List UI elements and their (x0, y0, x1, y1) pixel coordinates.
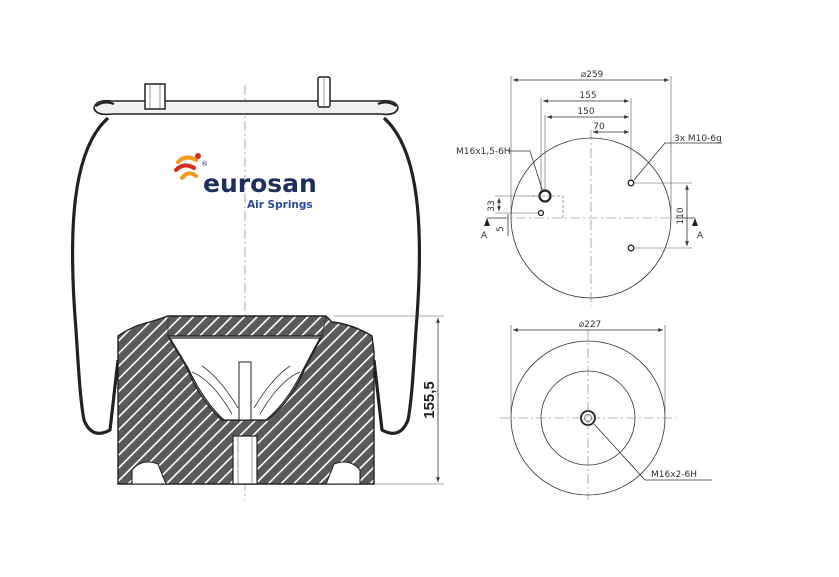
brand-name: eurosan (203, 169, 317, 198)
section-label-right: A (697, 231, 704, 241)
leader-studs (633, 142, 722, 181)
bottom-view: ⌀227 M16x2-6H (500, 320, 712, 500)
piston-cup-edge (167, 315, 327, 337)
leader-port (508, 150, 544, 193)
section-label-left: A (481, 231, 488, 241)
dim-227: ⌀227 (579, 320, 602, 330)
bottom-thread-bore (232, 435, 258, 485)
dim-110: 110 (676, 207, 686, 224)
brand-tagline: Air Springs (247, 199, 313, 211)
mounting-stud (317, 76, 331, 108)
dim-33: 33 (487, 200, 497, 211)
dim-259: ⌀259 (581, 70, 604, 80)
label-studs: 3x M10-6g (674, 134, 722, 144)
brand-logo: ® eurosan Air Springs (174, 153, 317, 211)
section-marker-left (484, 217, 506, 226)
center-boss (238, 361, 252, 421)
section-marker-right (676, 217, 698, 226)
plate-crimp-right (377, 101, 397, 107)
piston-ribs-inner (201, 365, 291, 409)
top-view: ⌀259 155 150 70 M16x1,5-6H 3x M10-6g 33 … (456, 70, 722, 306)
dim-5: 5 (496, 226, 506, 232)
piston-ribs (191, 371, 301, 415)
height-dimension (334, 315, 444, 485)
leader-bottom-thread (593, 423, 712, 481)
stud-hole-2 (627, 244, 635, 252)
registered-mark: ® (201, 160, 208, 168)
bellows-right (372, 116, 422, 435)
dim-155: 155 (579, 91, 596, 101)
label-port-thread: M16x1,5-6H (456, 147, 511, 157)
dim-70: 70 (593, 122, 605, 132)
combi-stud (144, 83, 166, 110)
bottom-recess-left (131, 461, 167, 485)
dim-150: 150 (577, 107, 594, 117)
stud-hole-1 (627, 179, 635, 187)
locating-pin (537, 209, 545, 217)
plate-crimp-left (95, 101, 115, 107)
height-label: 155,5 (421, 381, 438, 419)
bottom-recess-right (325, 461, 361, 485)
logo-mark-icon (174, 153, 201, 180)
side-view: 155,5 (70, 76, 444, 500)
bellows-left (70, 116, 120, 435)
top-plate (93, 99, 399, 116)
piston-section (117, 315, 375, 485)
port-offset-lines (532, 195, 564, 218)
label-bottom-thread: M16x2-6H (651, 470, 697, 480)
